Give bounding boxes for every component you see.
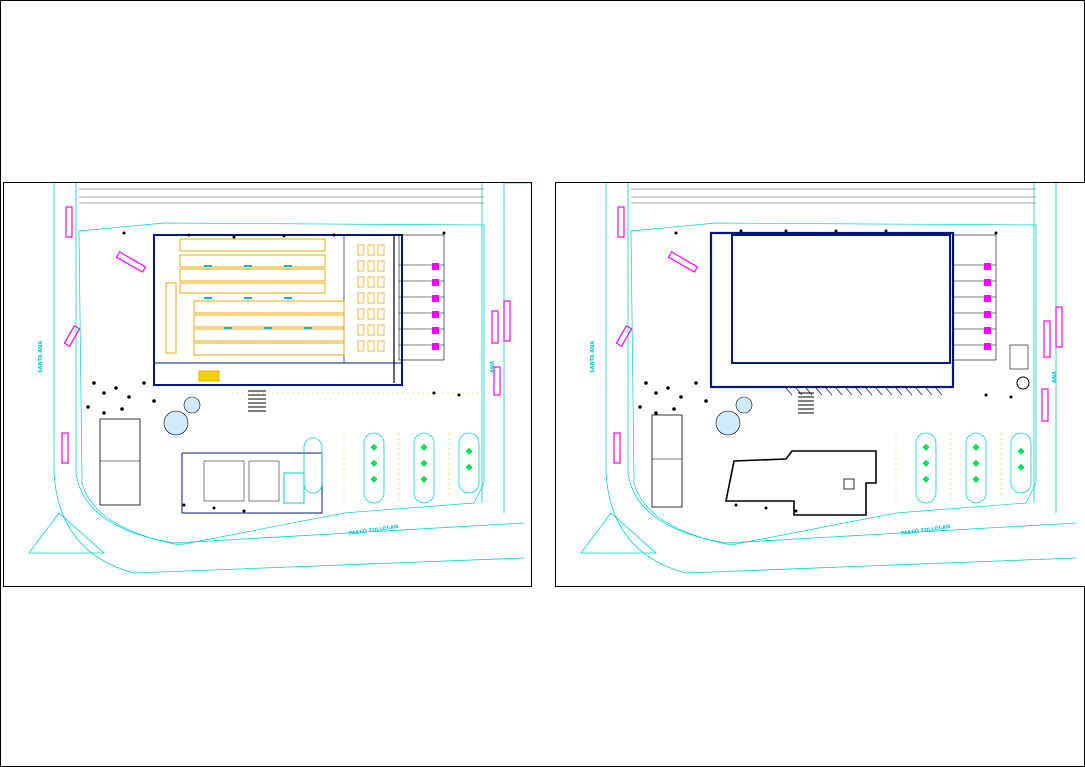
crosswalk <box>798 392 814 414</box>
site-plan-roof: SANTA ANA ANA PASEO TOLLOCAN <box>555 182 1085 587</box>
auxiliary-building <box>651 414 683 508</box>
east-street <box>481 183 531 513</box>
parked-trucks <box>613 206 1063 464</box>
east-street <box>1033 183 1057 513</box>
produce-bins <box>357 244 385 352</box>
food-court-roof <box>725 450 877 516</box>
street-label-west: SANTA ANA <box>38 341 44 373</box>
street-label-south: PASEO TOLLOCAN <box>900 524 950 537</box>
food-court <box>181 452 323 514</box>
loading-docks <box>398 234 445 361</box>
north-road <box>631 188 1036 204</box>
west-street <box>28 183 525 574</box>
island-planting <box>922 443 1025 483</box>
fountain <box>163 410 189 436</box>
north-road <box>79 188 484 204</box>
lot-boundary <box>78 222 485 546</box>
sales-floor-shelving <box>165 238 345 382</box>
auxiliary-building <box>99 418 141 506</box>
street-label-south: PASEO TOLLOCAN <box>348 524 398 537</box>
site-plan-furnished: SANTA ANA ANA PASEO TOLLOCAN <box>3 182 532 587</box>
trees <box>86 231 461 513</box>
parked-trucks <box>61 206 511 464</box>
aisle-markers <box>204 265 312 329</box>
street-label-east: ANA <box>490 361 496 373</box>
parking-stripes <box>895 433 1002 503</box>
parking-stripes <box>232 392 482 503</box>
island-planting <box>370 443 473 483</box>
trees <box>638 229 1013 513</box>
parking-islands <box>915 432 1032 504</box>
street-label-west: SANTA ANA <box>590 341 596 373</box>
skylights <box>785 387 943 396</box>
west-street <box>580 183 1077 574</box>
lot-boundary <box>630 222 1037 546</box>
store-roof <box>709 231 955 389</box>
street-label-east: ANA <box>1052 371 1058 383</box>
roundabout <box>1016 376 1030 390</box>
crosswalk <box>248 390 266 412</box>
site-plan-furnished-drawing: SANTA ANA ANA PASEO TOLLOCAN <box>28 183 531 574</box>
parking-islands <box>303 432 480 504</box>
store-building <box>153 234 403 386</box>
site-plan-roof-drawing: SANTA ANA ANA PASEO TOLLOCAN <box>580 183 1077 574</box>
fountain <box>715 410 741 436</box>
loading-docks <box>952 234 1029 370</box>
